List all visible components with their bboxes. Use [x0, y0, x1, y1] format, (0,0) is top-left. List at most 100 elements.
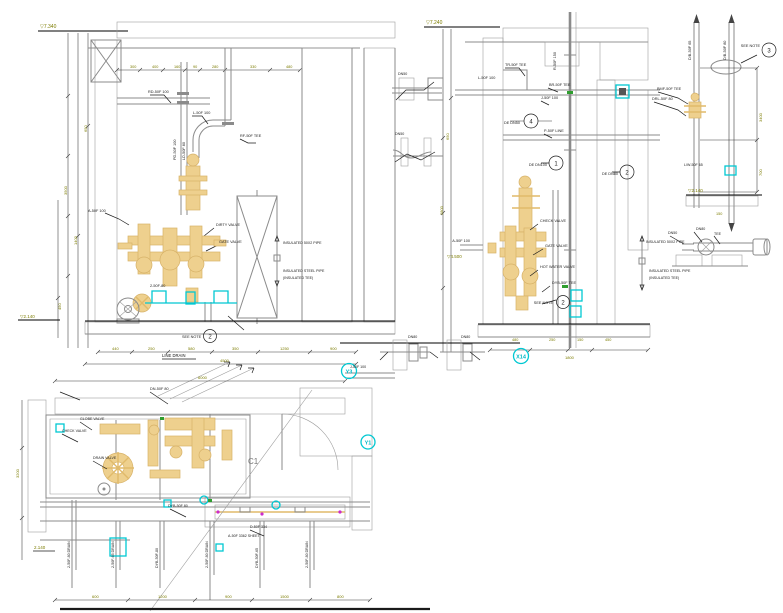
louver-x-box	[236, 190, 278, 324]
drawing-label: SEE NOTE	[534, 301, 554, 305]
drawing-label: 150	[716, 212, 722, 216]
plan-wall-corner	[299, 387, 373, 457]
drawing-label: 1250	[280, 346, 290, 351]
drawing-label: 2-50F-80 DRAIN	[205, 541, 209, 568]
drawing-label: J-50F 100	[350, 365, 366, 369]
drawing-label: 600	[92, 594, 99, 599]
grid-bubble-label: Y1	[365, 441, 372, 447]
drawing-label: 6000	[198, 375, 208, 380]
plan-view	[19, 372, 430, 612]
drawing-label: 1400	[73, 235, 78, 245]
drawing-label: TEE	[714, 232, 722, 236]
drawing-label: CHECK VALVE	[540, 219, 566, 223]
drawing-label: 2-50F-80 DRAIN	[305, 541, 309, 568]
grid-bubble-y3: Y3	[340, 362, 358, 380]
wall-penetration-details-mid	[392, 77, 444, 167]
callout-number: 4	[529, 120, 533, 126]
pipe-support-detail	[669, 231, 771, 267]
callout-note-a: 2	[203, 329, 217, 343]
drawing-label: (INSULATED TEE)	[649, 276, 679, 280]
drawing-label: 480	[512, 338, 518, 342]
drawing-label: DN80	[696, 227, 705, 231]
drawing-label: SEE NOTE	[741, 44, 761, 48]
drawing-label: L-50F 100	[193, 111, 210, 115]
drawing-label: 280	[212, 65, 218, 69]
plan-pipes	[40, 372, 395, 612]
drawing-label: 800	[337, 594, 344, 599]
drawing-label: DRL-50F 80	[652, 97, 673, 101]
callout-b4: 4	[523, 113, 539, 129]
drawing-label: SEE NOTE	[182, 335, 202, 339]
drawing-label: INSULATED 50X2 PIPE	[283, 241, 322, 245]
riser-valve-tan	[684, 92, 706, 119]
pump-symbol	[116, 297, 140, 324]
drawing-label: 3500	[63, 185, 68, 195]
drawing-label: 3200	[15, 468, 20, 478]
cyan-pipe-a	[145, 290, 237, 305]
wall-hatch-right	[301, 47, 353, 323]
drawing-label: 160	[174, 65, 180, 69]
drawing-label: 450	[605, 338, 611, 342]
drawing-label: TR-50F TEE	[505, 63, 527, 67]
drawing-label: 900	[330, 346, 337, 351]
wall-hatch-left	[482, 37, 504, 325]
drawing-label: 1200	[158, 594, 168, 599]
drawing-label: DIRTY VALVE	[216, 223, 240, 227]
drawing-label: 2-50F-65 DRAIN	[111, 541, 115, 568]
valve-cluster-b	[487, 175, 547, 311]
room-label: C1	[248, 457, 259, 466]
drawing-label: DN50	[398, 72, 407, 76]
elevation-label: ▽2.140	[20, 314, 35, 319]
plan-wall-top	[54, 397, 346, 415]
line-drain-label: LINE DRAIN	[162, 353, 186, 358]
riser-detail	[653, 14, 762, 232]
drawing-label: DN80	[408, 335, 417, 339]
drawing-label: 2-50F-80 DRAIN	[67, 541, 71, 568]
pipes-a	[104, 48, 256, 322]
drawing-label: CHECK VALVE	[62, 429, 87, 433]
drawing-label: D/B-50F 80	[723, 41, 727, 60]
section-b	[424, 12, 660, 353]
drawing-label: 650	[83, 125, 88, 132]
drawing-label: 2-50F-80	[150, 284, 165, 288]
elevation-markers: ▽7.340 ▽2.140 ▽7.240 ▽4.500 ▽2.140 2.140	[18, 20, 703, 550]
drawing-label: 700	[758, 169, 763, 176]
drawing-label: 350	[232, 346, 239, 351]
wall-penetration-details-bottom	[340, 339, 520, 371]
drawing-label: 300	[130, 65, 136, 69]
drawing-label: DN-50F 80	[150, 387, 169, 391]
drawing-label: DE DN50	[504, 121, 520, 125]
drawing-label: DN50	[395, 132, 404, 136]
elevation-label: 2.140	[34, 545, 46, 550]
drawing-label: DN50	[668, 231, 677, 235]
grid-bubbles: Y3 X14 Y1	[340, 347, 530, 450]
wall-hatch-right	[596, 79, 616, 325]
drawing-label: 90	[193, 65, 197, 69]
cyan-highlight-square	[615, 84, 630, 99]
drawing-label: 330	[250, 65, 256, 69]
drawing-label: RF-50F TEE	[240, 134, 262, 138]
plan-wall-left	[27, 399, 47, 533]
drawing-label: DE DN100	[529, 163, 547, 167]
callout-r3: 3	[761, 42, 777, 58]
ceiling-slab-hatch	[116, 21, 396, 39]
drawing-label: P-50F LINE	[544, 129, 564, 133]
elevation-label: ▽7.240	[426, 20, 443, 26]
drawing-label: 2800	[439, 205, 444, 215]
drawing-label: 450	[57, 303, 62, 310]
drawing-label: DRAIN VALVE	[93, 456, 117, 460]
callout-number: 3	[767, 49, 771, 55]
drawing-label: BR-50F TEE	[549, 83, 571, 87]
callout-b1: 1	[548, 155, 564, 171]
drawing-label: A-50F 3362 SHEET	[228, 534, 261, 538]
drawing-label: BMF-50F TEE	[657, 87, 682, 91]
section-a	[38, 21, 396, 403]
callout-number: 2	[208, 335, 212, 341]
drawing-label: INSULATED 50X2 PIPE	[646, 240, 685, 244]
drawing-label: GLOBE VALVE	[80, 417, 105, 421]
drawing-label: A-50F 100	[88, 209, 106, 213]
line-drain-arrows	[157, 358, 255, 403]
elevation-label: ▽4.500	[447, 254, 462, 259]
grid-bubble-label: X14	[516, 355, 527, 361]
drawing-label: DE DN80	[602, 172, 618, 176]
